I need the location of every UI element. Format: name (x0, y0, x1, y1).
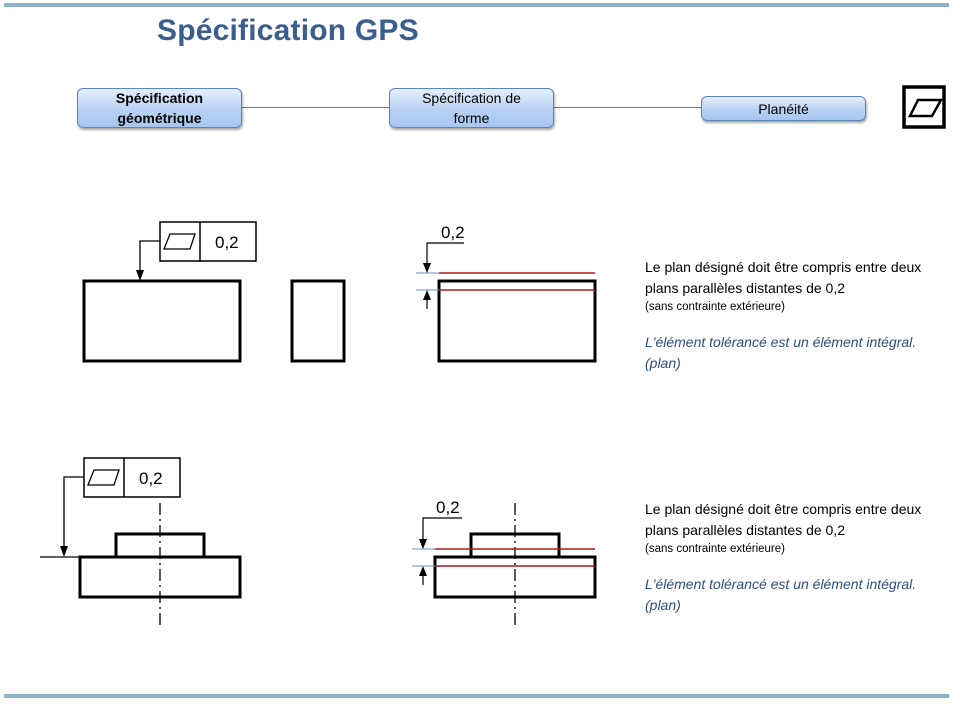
top-divider (4, 3, 949, 7)
example1-dimension: 0,2 (416, 223, 465, 309)
description-note: (sans contrainte extérieure) (645, 301, 785, 313)
example1-zone-part (437, 279, 597, 363)
example1-tolerance-zone (439, 272, 595, 291)
example2-part (78, 532, 242, 599)
breadcrumb-connector (241, 107, 390, 108)
description-remark: L'élément tolérancé est un élément intég… (645, 334, 917, 371)
example2-description: Le plan désigné doit être compris entre … (645, 499, 955, 616)
dimension-value: 0,2 (436, 498, 460, 517)
bottom-divider (4, 694, 949, 698)
example1-description: Le plan désigné doit être compris entre … (645, 257, 955, 374)
description-note: (sans contrainte extérieure) (645, 543, 785, 555)
page-title: Spécification GPS (157, 14, 419, 47)
flatness-symbol-icon (87, 469, 120, 486)
example2-dimension: 0,2 (412, 498, 462, 585)
breadcrumb-geometric-spec[interactable]: Spécification géométrique (77, 88, 242, 128)
tolerance-value: 0,2 (215, 233, 239, 252)
breadcrumb-form-spec[interactable]: Spécification de forme (389, 88, 554, 128)
description-text: Le plan désigné doit être compris entre … (645, 259, 922, 296)
flatness-symbol-icon (163, 233, 196, 250)
dimension-value: 0,2 (441, 223, 465, 242)
example2-leader-arrow (40, 476, 84, 558)
tolerance-value: 0,2 (139, 469, 163, 488)
description-remark: L'élément tolérancé est un élément intég… (645, 576, 917, 613)
example1-leader-arrow (136, 240, 160, 281)
example2-tolerance-zone (435, 548, 595, 567)
example1-part-side-view (290, 279, 346, 363)
example1-part-front-view (82, 279, 242, 363)
example2-tolerance-frame: 0,2 (83, 457, 181, 498)
flatness-symbol-icon (902, 85, 946, 129)
breadcrumb-flatness[interactable]: Planéité (701, 96, 866, 121)
breadcrumb-connector (553, 107, 702, 108)
example1-tolerance-frame: 0,2 (159, 221, 257, 262)
description-text: Le plan désigné doit être compris entre … (645, 501, 922, 538)
